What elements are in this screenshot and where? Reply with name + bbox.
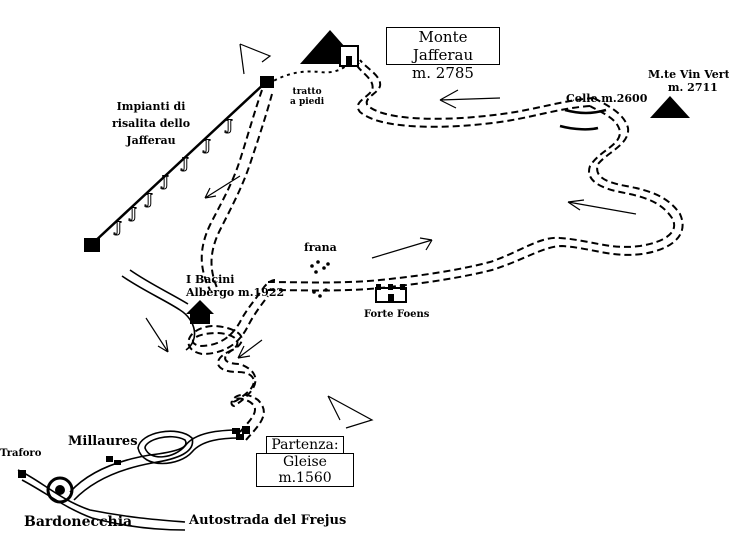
frana-label: frana (304, 241, 337, 254)
stream (121, 269, 196, 351)
mte-vin-vert-label: M.te Vin Vert m. 2711 (648, 68, 729, 94)
fort-icon (339, 45, 359, 67)
partenza-place: Gleise m.1560 (256, 453, 354, 487)
fort-icon (375, 284, 407, 303)
svg-text:J: J (224, 118, 233, 134)
monte-jafferau-label: Monte Jafferau (412, 28, 474, 64)
svg-text:J: J (180, 156, 189, 172)
monte-jafferau-box: Monte Jafferau m. 2785 (386, 27, 500, 82)
trail-lift (200, 89, 273, 291)
ridge-line (559, 124, 599, 131)
mte-vin-vert-altitude: m. 2711 (667, 80, 718, 94)
tratto-line-2: a piedi (290, 97, 325, 107)
village-icon (18, 426, 250, 478)
bacini-line-1: I Bacini (186, 273, 235, 286)
autostrada-label: Autostrada del Frejus (189, 513, 347, 528)
impianti-line-1: Impianti di (116, 100, 186, 113)
bardonecchia-label: Bardonecchia (24, 514, 133, 530)
road-to-gleise (69, 429, 241, 501)
svg-text:J: J (113, 220, 122, 236)
svg-text:J: J (160, 174, 169, 190)
direction-arrow-icon (145, 43, 637, 429)
svg-text:J: J (128, 206, 137, 222)
footpath-summit (267, 61, 351, 85)
svg-text:J: J (202, 138, 211, 154)
colle-ridge (564, 108, 607, 115)
lift-station-icon (84, 76, 274, 252)
mte-vin-vert-name: M.te Vin Vert (648, 68, 729, 81)
impianti-line-2: risalita dello (112, 117, 191, 130)
trail-upper (355, 59, 595, 128)
tratto-label: tratto a piedi (290, 87, 324, 107)
colle-label: Colle m.2600 (566, 92, 648, 105)
forte-foens-label: Forte Foens (364, 309, 430, 320)
bacini-line-2: Albergo m.1922 (186, 286, 285, 299)
cable-lift: J J J J J J J (91, 81, 267, 245)
autostrada-road (17, 469, 186, 531)
partenza-title: Partenza: (266, 436, 344, 453)
hotel-icon (186, 300, 214, 324)
tratto-line-1: tratto (292, 87, 322, 97)
svg-text:J: J (144, 192, 153, 208)
partenza-box: Partenza: Gleise m.1560 (256, 436, 354, 487)
traforo-label: Traforo (0, 448, 42, 459)
impianti-label: Impianti di risalita dello Jafferau (112, 98, 190, 149)
trail-middle (267, 97, 684, 292)
millaures-label: Millaures (68, 434, 138, 449)
monte-jafferau-altitude: m. 2785 (412, 64, 474, 82)
trail-lower (187, 279, 276, 441)
bacini-label: I Bacini Albergo m.1922 (186, 273, 284, 299)
impianti-line-3: Jafferau (126, 134, 176, 147)
landslide-icon (310, 260, 330, 298)
